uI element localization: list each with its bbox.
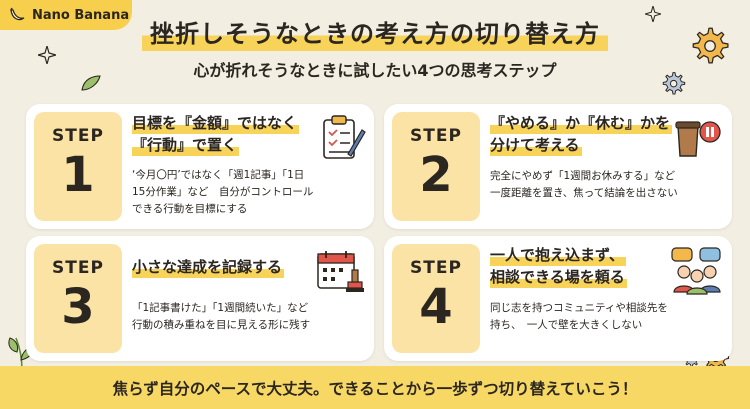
step-description-line: 同じ志を持つコミュニティや相談先を (490, 302, 668, 314)
brand-badge: Nano Banana (0, 0, 132, 30)
step-description-line: 「1記事書けた」「1週間続いた」など (132, 302, 309, 314)
step-heading: 一人で抱え込まず、 相談できる場を頼る (490, 244, 627, 288)
step-heading: 目標を『金額』ではなく 『行動』で置く (132, 112, 300, 156)
banana-icon (10, 7, 25, 21)
step-heading-line: 小さな達成を記録する (132, 256, 285, 278)
step-description-line: 15分作業」など 自分がコントロール (132, 186, 314, 198)
calendar-stamp-icon (317, 251, 364, 292)
footer-message: 焦らず自分のペースで大丈夫。できることから一歩ずつ切り替えていこう！ (0, 366, 750, 409)
sparkle-icon (645, 6, 661, 22)
step-number: 2 (419, 147, 453, 203)
step-card-2: STEP 2 『やめる』か『休む』かを 分けて考える 完全にやめず「1週間お休み… (384, 104, 732, 229)
leaf-icon (81, 75, 101, 91)
step-card-4: STEP 4 一人で抱え込まず、 相談できる場を頼る 同じ志を持つコミュニティや… (384, 236, 732, 361)
page-title: 挫折しそうなときの考え方の切り替え方 (142, 14, 608, 51)
brand-badge-label: Nano Banana (32, 7, 130, 23)
step-box: STEP 4 (392, 244, 480, 353)
step-card-3: STEP 3 小さな達成を記録する 「1記事書けた」「1週間続いた」など 行動の… (26, 236, 374, 361)
step-box: STEP 1 (34, 112, 122, 221)
step-label: STEP (52, 126, 104, 146)
step-description: 同じ志を持つコミュニティや相談先を 持ち、 一人で壁を大きくしない (490, 300, 726, 334)
step-box: STEP 2 (392, 112, 480, 221)
step-number: 4 (419, 279, 453, 335)
step-description-line: 持ち、 一人で壁を大きくしない (490, 319, 643, 331)
step-heading-line: 一人で抱え込まず、 (490, 244, 626, 266)
step-heading: 『やめる』か『休む』かを 分けて考える (490, 112, 673, 156)
page-subtitle: 心が折れそうなときに試したい4つの思考ステップ (193, 61, 557, 80)
step-box: STEP 3 (34, 244, 122, 353)
step-description-line: ‘今月〇円’ではなく「週1記事」「1日 (132, 169, 305, 181)
people-chat-icon (671, 247, 721, 295)
gear-icon (662, 72, 686, 95)
step-card-1: STEP 1 目標を『金額』ではなく 『行動』で置く ‘今月〇円’ではなく「週1… (26, 104, 374, 229)
step-description-line: 完全にやめず「1週間お休みする」など (490, 170, 676, 182)
clipboard-checklist-icon (323, 115, 366, 159)
step-description: 完全にやめず「1週間お休みする」など 一度距離を置き、焦って結論を出さない (490, 168, 726, 202)
sparkle-icon (38, 46, 56, 64)
step-description-line: 一度距離を置き、焦って結論を出さない (490, 187, 678, 199)
step-number: 3 (61, 279, 95, 335)
title-block: 挫折しそうなときの考え方の切り替え方 心が折れそうなときに試したい4つの思考ステ… (0, 14, 750, 81)
coffee-pause-icon (675, 121, 721, 157)
step-heading-line: 目標を『金額』ではなく (132, 112, 300, 134)
step-number: 1 (61, 147, 95, 203)
step-description: 「1記事書けた」「1週間続いた」など 行動の積み重ねを目に見える形に残す (132, 300, 368, 334)
step-label: STEP (410, 258, 462, 278)
step-label: STEP (410, 126, 462, 146)
step-description-line: 行動の積み重ねを目に見える形に残す (132, 319, 311, 331)
step-heading: 小さな達成を記録する (132, 256, 285, 278)
step-description: ‘今月〇円’ではなく「週1記事」「1日 15分作業」など 自分がコントロール で… (132, 167, 368, 218)
step-heading-line: 相談できる場を頼る (490, 266, 627, 288)
step-heading-line: 『やめる』か『休む』かを (490, 112, 673, 134)
gear-icon (692, 27, 729, 64)
step-heading-line: 『行動』で置く (132, 134, 240, 156)
step-description-line: できる行動を目標にする (132, 203, 248, 215)
step-label: STEP (52, 258, 104, 278)
step-heading-line: 分けて考える (490, 134, 582, 156)
